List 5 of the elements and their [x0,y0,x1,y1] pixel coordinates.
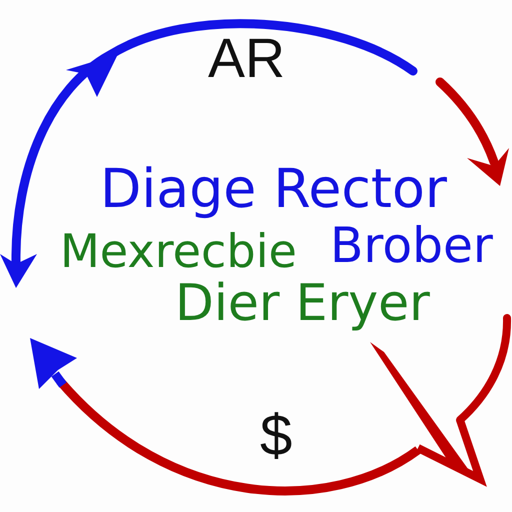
center-text: Dier Eryer [175,278,430,329]
center-text: Mexrecbie [60,228,297,274]
top-label: AR [208,30,285,86]
bottom-label: $ [260,407,292,466]
center-text: Brober [330,222,493,271]
